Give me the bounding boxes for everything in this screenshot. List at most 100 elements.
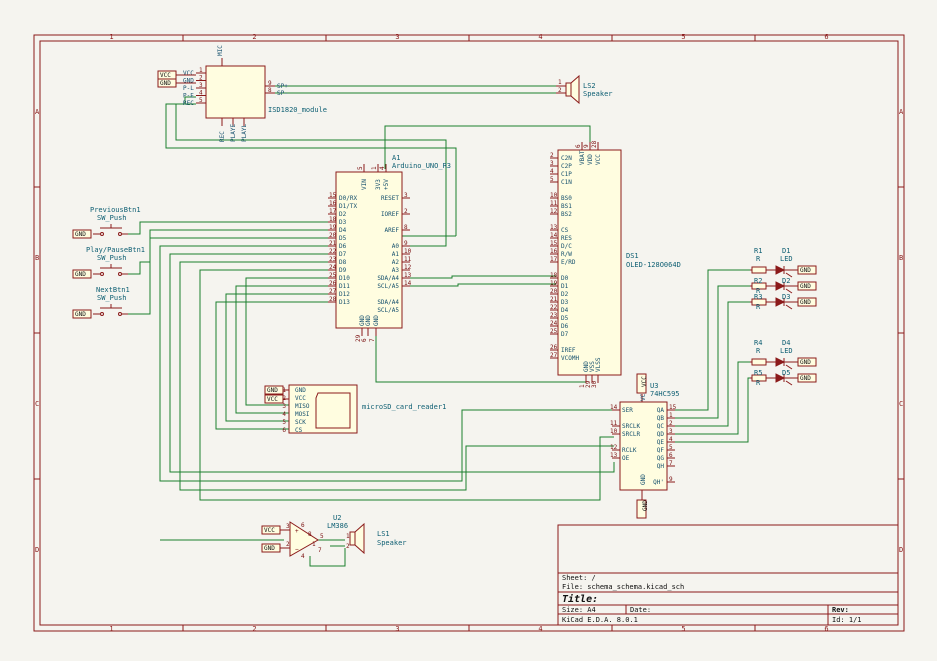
resistor-ref: R2 <box>754 277 762 285</box>
svg-text:17: 17 <box>329 208 337 215</box>
oled-pin-label: D5 <box>561 315 569 322</box>
svg-text:SW_Push: SW_Push <box>97 214 127 222</box>
sr-pin-label: QE <box>657 439 665 446</box>
svg-text:16: 16 <box>550 248 558 255</box>
isd-pin-label: P-L <box>183 85 194 92</box>
svg-text:2: 2 <box>199 75 203 82</box>
svg-text:VCC: VCC <box>267 396 278 403</box>
button-previous[interactable]: PreviousBtn1 SW_Push <box>90 206 141 236</box>
sd-pin-label: MISO <box>295 403 310 410</box>
arduino-pin-label: A1 <box>392 251 400 258</box>
resistor-value: R <box>756 379 761 387</box>
isd-pin-label: GND <box>183 78 194 85</box>
title-block: Sheet: / File: schema_schema.kicad_sch T… <box>557 524 899 626</box>
svg-text:13: 13 <box>550 224 558 231</box>
svg-text:30: 30 <box>591 380 598 388</box>
svg-text:27: 27 <box>550 352 558 359</box>
arduino-pin-label: D13 <box>339 299 350 306</box>
svg-text:14: 14 <box>550 232 558 239</box>
ls2-ref: LS2 <box>583 82 596 90</box>
arduino-pin-label: D0/RX <box>339 195 357 202</box>
svg-text:GND: GND <box>267 387 278 394</box>
oled-pin-label: BS1 <box>561 203 572 210</box>
grid-row-label: A <box>899 108 904 116</box>
speaker-ls1[interactable]: 1 2 LS1 Speaker <box>346 522 407 555</box>
svg-text:5: 5 <box>669 444 673 451</box>
svg-text:8: 8 <box>308 531 312 538</box>
oled-pin-label: D6 <box>561 323 569 330</box>
svg-text:4: 4 <box>550 168 554 175</box>
speaker-ls2[interactable]: 1 2 LS2 Speaker <box>556 74 613 105</box>
svg-text:2: 2 <box>550 152 554 159</box>
tb-title: Title: <box>562 593 598 605</box>
svg-text:GND: GND <box>640 474 647 485</box>
isd-pin-label: PLAYE <box>230 124 237 142</box>
svg-text:VCC: VCC <box>264 527 275 534</box>
sr-pin-label: QD <box>657 431 665 438</box>
arduino-pin-label: GND <box>359 315 366 326</box>
arduino-pin-label: SDA/A4 <box>377 275 399 282</box>
svg-text:24: 24 <box>329 264 337 271</box>
ls1-value: Speaker <box>377 539 407 547</box>
svg-text:12: 12 <box>550 208 558 215</box>
isd-pin-label: PLAYL <box>241 124 248 142</box>
svg-text:7: 7 <box>318 547 322 554</box>
microsd-card-reader[interactable]: 1GND2VCC3MISO4MOSI5SCK6CS microSD_card_r… <box>282 384 446 434</box>
sr-pin-label: SRCLK <box>622 423 640 430</box>
svg-text:GND: GND <box>264 545 275 552</box>
sr-gnd-power: GND <box>636 499 649 519</box>
button-play-pause[interactable]: Play/PauseBtn1 SW_Push <box>86 246 145 276</box>
svg-text:3: 3 <box>286 523 290 530</box>
svg-text:3: 3 <box>282 403 286 410</box>
grid-row-label: A <box>35 108 40 116</box>
svg-text:3: 3 <box>199 82 203 89</box>
svg-text:5: 5 <box>357 166 364 170</box>
svg-text:1: 1 <box>669 412 673 419</box>
svg-text:4: 4 <box>282 411 286 418</box>
resistor-ref: R5 <box>754 369 762 377</box>
svg-text:−: − <box>295 546 299 553</box>
arduino-pin-label: A0 <box>392 243 400 250</box>
svg-text:9: 9 <box>583 144 590 148</box>
svg-text:6: 6 <box>361 338 368 342</box>
svg-text:29: 29 <box>585 380 592 388</box>
svg-text:20: 20 <box>329 232 337 239</box>
svg-text:17: 17 <box>550 256 558 263</box>
svg-text:21: 21 <box>550 296 558 303</box>
sr-vcc-power: VCC <box>636 373 648 394</box>
arduino-value: Arduino_UNO_R3 <box>392 162 451 170</box>
svg-text:5: 5 <box>199 97 203 104</box>
arduino-pin-label: D8 <box>339 259 347 266</box>
svg-text:8: 8 <box>404 224 408 231</box>
grid-col-label: 2 <box>252 33 256 41</box>
svg-text:20: 20 <box>550 288 558 295</box>
isd-pin-label: SP+ <box>277 83 288 90</box>
grid-col-label: 1 <box>109 625 113 633</box>
oled-pin-label: VSS <box>589 361 596 372</box>
oled-pin-label: D7 <box>561 331 569 338</box>
svg-text:6: 6 <box>575 144 582 148</box>
svg-text:3: 3 <box>550 160 554 167</box>
button-next[interactable]: NextBtn1 SW_Push <box>93 286 130 316</box>
svg-text:4: 4 <box>669 436 673 443</box>
arduino-pin-label: +5V <box>383 179 390 190</box>
arduino-pin-label: GND <box>373 315 380 326</box>
ls1-ref: LS1 <box>377 530 390 538</box>
svg-text:15: 15 <box>550 240 558 247</box>
svg-text:4: 4 <box>199 90 203 97</box>
isd-pin-label: REC <box>219 131 226 142</box>
oled-pin-label: VCC <box>595 154 602 165</box>
sd-pin-label: SCK <box>295 419 306 426</box>
